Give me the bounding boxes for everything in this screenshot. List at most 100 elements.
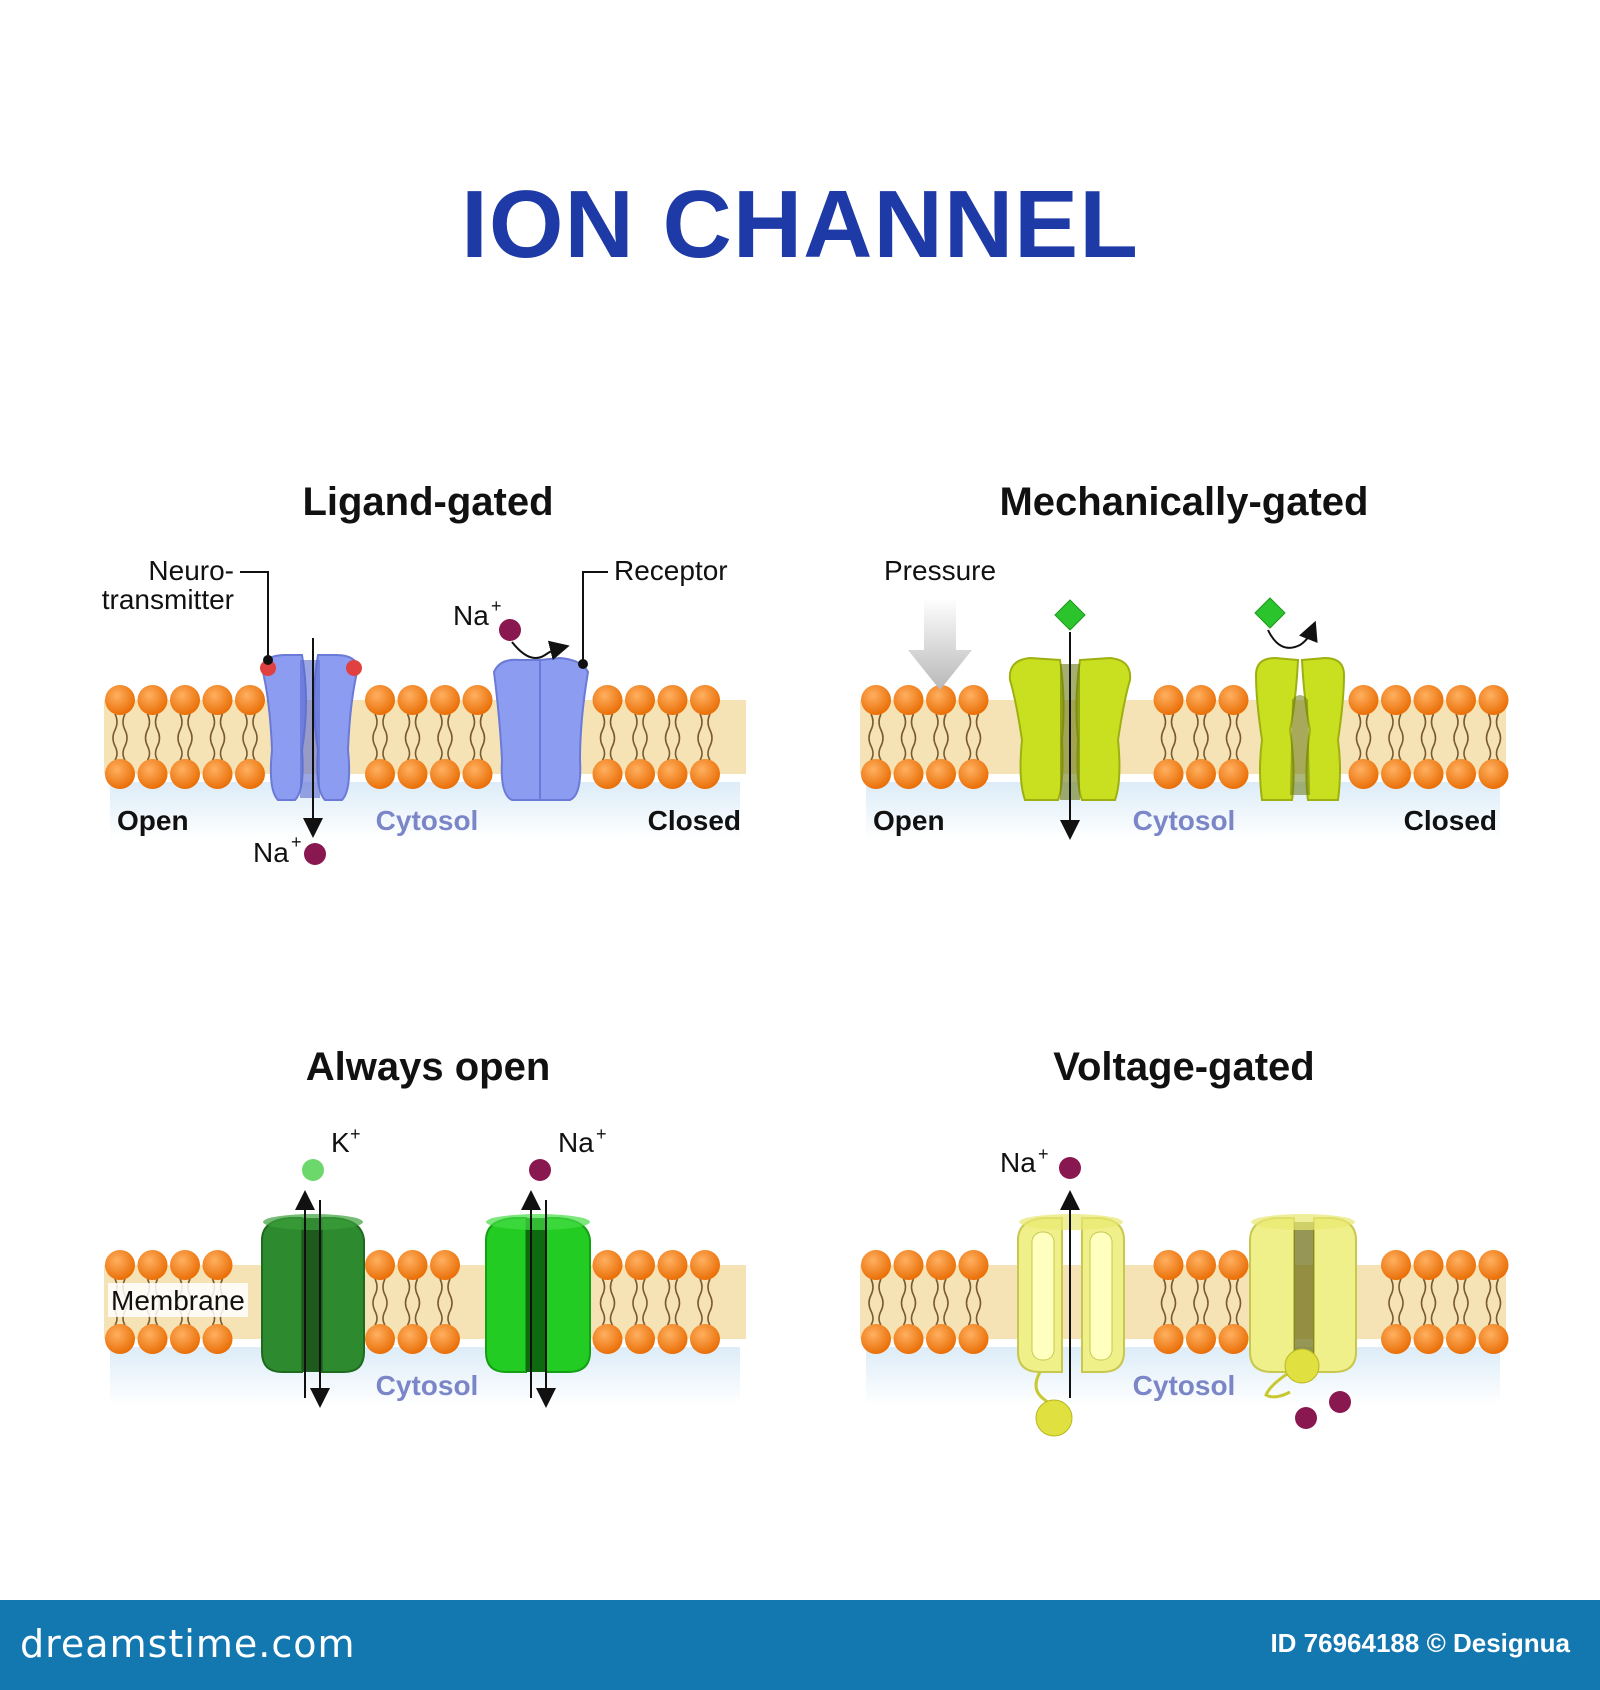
lipid-head [397,759,428,789]
lipid-head [690,1250,720,1280]
lipid-head [397,685,428,715]
neurotransmitter-label: Neuro- [148,555,234,586]
lipid-tail [664,713,681,761]
lipid-head [1413,1324,1444,1354]
lipid-head [1381,685,1411,715]
receptor-label: Receptor [614,555,728,586]
ligand-closed-channel [492,656,590,801]
lipid-head [893,759,924,789]
membrane-always-open [104,1250,746,1405]
lipid-head [1446,759,1476,789]
lipid-head [1186,685,1216,715]
pressure-arrow [908,598,972,690]
lipid-head [958,759,989,789]
inactivation-gate-ball [1035,1399,1073,1437]
lipid-tail [632,1278,648,1326]
lipid-head [861,759,891,789]
na-ion-label: Na [253,837,289,868]
lipid-head [1446,1324,1476,1354]
lipid-head [365,1324,395,1354]
lipid-tail [933,713,949,761]
lipid-head [1186,1324,1216,1354]
lipid-head [958,1324,989,1354]
lipid-head [657,1324,688,1354]
lipid-head [926,759,956,789]
ion-channel-diagram: Ligand-gated Mechanically-gated Always o… [102,480,1509,1437]
lipid-tail [177,713,193,761]
lipid-head [1218,1324,1249,1354]
lipid-head [1348,759,1379,789]
lipid-head [926,1250,956,1280]
lipid-head [365,759,395,789]
lipid-head [1348,685,1379,715]
lipid-head [365,1250,395,1280]
lipid-core [860,1265,1506,1339]
open-label: Open [117,805,189,836]
lipid-head [1186,1250,1216,1280]
lipid-head [1381,759,1411,789]
lipid-head [1218,685,1249,715]
lipid-head [137,1324,168,1354]
lipid-head [1413,685,1444,715]
footer-credit: ID 76964188 © Designua [1270,1628,1570,1658]
lipid-tail [1193,713,1209,761]
lipid-tail [1420,713,1437,761]
lipid-tail [632,713,648,761]
lipid-head [170,1250,200,1280]
lipid-tail [437,1278,453,1326]
lipid-head [137,1250,168,1280]
lipid-head [430,685,460,715]
lipid-tail [664,1278,681,1326]
lipid-tail [1193,1278,1209,1326]
lipid-head [105,1250,135,1280]
lipid-head [657,685,688,715]
lipid-head [1478,759,1509,789]
charge-superscript: + [291,832,302,852]
lipid-head [202,1324,233,1354]
lipid-tail [1388,713,1404,761]
lipid-tail [1420,1278,1437,1326]
lipid-head [1153,685,1184,715]
lipid-head [926,1324,956,1354]
na-ion-label: Na [1000,1147,1036,1178]
lipid-head [235,759,265,789]
receptor-pointer [582,571,608,664]
inactivation-gate-ball [1284,1348,1320,1384]
lipid-head [893,685,924,715]
lipid-head [1413,1250,1444,1280]
lipid-tail [1485,713,1502,761]
lipid-tail [437,713,453,761]
cytosol-label: Cytosol [376,1370,479,1401]
lipid-tail [1225,713,1242,761]
lipid-head [1218,1250,1249,1280]
lipid-head [1446,685,1476,715]
membrane-mechanical [860,685,1509,840]
neurotransmitter-label: transmitter [102,584,234,615]
lipid-head [1381,1324,1411,1354]
lipid-tail [900,713,917,761]
lipid-tail [112,713,128,761]
lipid-head [170,1324,200,1354]
cytosol-region [866,1347,1500,1405]
closed-label: Closed [648,805,741,836]
lipid-head [958,1250,989,1280]
lipid-head [1218,759,1249,789]
lipid-head [1446,1250,1476,1280]
lipid-tail [868,1278,884,1326]
lipid-head [657,759,688,789]
na-ion [304,843,326,865]
lipid-head [861,1250,891,1280]
cytosol-label: Cytosol [1133,805,1236,836]
lipid-tail [1160,713,1177,761]
na-ion [529,1159,551,1181]
footer-brand[interactable]: dreamstime.com [20,1622,356,1666]
lipid-core [860,700,1506,774]
na-ion [1059,1157,1081,1179]
lipid-head [1478,1324,1509,1354]
lipid-head [861,685,891,715]
k-ion-label: K [331,1127,350,1158]
membrane-label-bg [108,1283,248,1317]
always-open-na-channel [485,1214,591,1373]
lipid-head [105,1324,135,1354]
pressure-label: Pressure [884,555,996,586]
